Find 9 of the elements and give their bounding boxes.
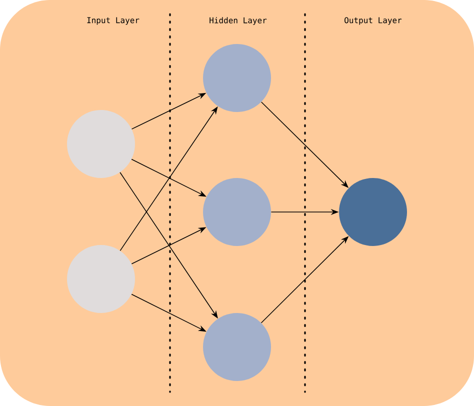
- layer-heading: Output Layer: [344, 17, 402, 25]
- layer-heading: Input Layer: [87, 17, 140, 25]
- neuron-circle: [203, 313, 271, 381]
- neuron-circle: [203, 178, 271, 246]
- layer-heading: Hidden Layer: [210, 17, 267, 25]
- neuron-circle: [67, 245, 135, 313]
- neuron-circle: [339, 178, 407, 246]
- neuron-circle: [67, 110, 135, 178]
- neuron-circle: [203, 44, 271, 112]
